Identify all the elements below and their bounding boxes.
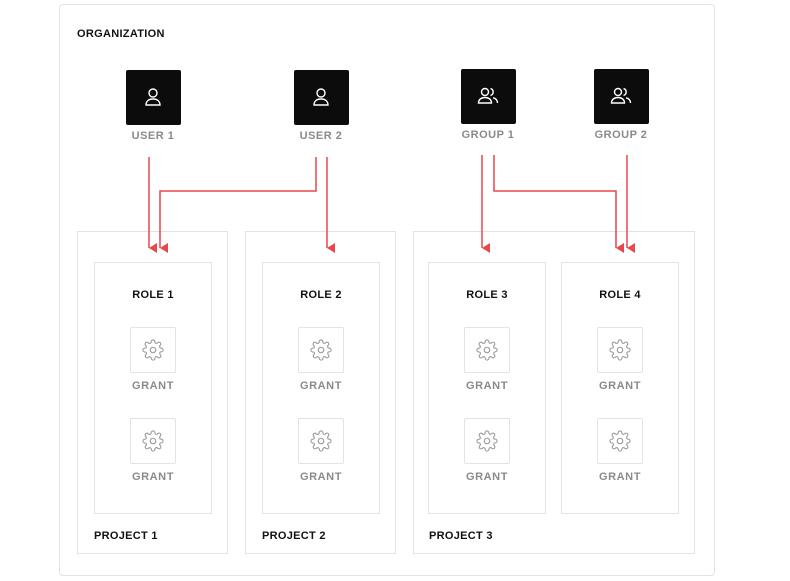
- grant-tile: [130, 418, 176, 464]
- group-icon: [477, 87, 498, 104]
- grant-tile: [464, 418, 510, 464]
- principal-label: USER 1: [131, 130, 175, 142]
- grant-tile: [298, 327, 344, 373]
- grant-label: GRANT: [465, 380, 509, 392]
- grant-tile: [298, 418, 344, 464]
- grant-label: GRANT: [299, 471, 343, 483]
- grant-tile: [130, 327, 176, 373]
- grant: GRANT: [429, 327, 545, 393]
- gear-icon: [310, 339, 332, 361]
- role-4: ROLE 4 GRANT GRANT: [561, 262, 679, 514]
- user-icon: [312, 88, 329, 106]
- role-title: ROLE 1: [132, 289, 174, 301]
- grant-label: GRANT: [598, 471, 642, 483]
- project-label: PROJECT 2: [262, 530, 326, 542]
- gear-icon: [142, 339, 164, 361]
- grant: GRANT: [562, 327, 678, 393]
- gear-icon: [310, 430, 332, 452]
- principal-user-1: USER 1: [117, 70, 189, 142]
- grant-tile: [597, 418, 643, 464]
- role-title: ROLE 3: [466, 289, 508, 301]
- principal-label: GROUP 1: [461, 129, 515, 141]
- principal-group-1: GROUP 1: [452, 69, 524, 141]
- principal-tile: [125, 70, 181, 125]
- role-3: ROLE 3 GRANT GRANT: [428, 262, 546, 514]
- principal-tile: [593, 69, 649, 124]
- edge-group-1-role-4: [493, 155, 624, 253]
- grant-label: GRANT: [131, 471, 175, 483]
- role-title: ROLE 2: [300, 289, 342, 301]
- role-title: ROLE 4: [599, 289, 641, 301]
- grant: GRANT: [429, 418, 545, 484]
- grant-label: GRANT: [131, 380, 175, 392]
- gear-icon: [609, 430, 631, 452]
- grant-label: GRANT: [299, 380, 343, 392]
- grant: GRANT: [263, 418, 379, 484]
- gear-icon: [476, 430, 498, 452]
- grant-tile: [464, 327, 510, 373]
- role-1: ROLE 1 GRANT GRANT: [94, 262, 212, 514]
- grant: GRANT: [263, 327, 379, 393]
- principal-label: USER 2: [299, 130, 343, 142]
- group-icon: [610, 87, 631, 104]
- grant: GRANT: [95, 327, 211, 393]
- user-icon: [144, 88, 161, 106]
- principal-label: GROUP 2: [594, 129, 648, 141]
- grant-label: GRANT: [465, 471, 509, 483]
- gear-icon: [609, 339, 631, 361]
- grant: GRANT: [562, 418, 678, 484]
- grant: GRANT: [95, 418, 211, 484]
- role-2: ROLE 2 GRANT GRANT: [262, 262, 380, 514]
- grant-tile: [597, 327, 643, 373]
- organization-title: ORGANIZATION: [77, 28, 165, 40]
- gear-icon: [142, 430, 164, 452]
- gear-icon: [476, 339, 498, 361]
- grant-label: GRANT: [598, 380, 642, 392]
- project-label: PROJECT 3: [429, 530, 493, 542]
- project-label: PROJECT 1: [94, 530, 158, 542]
- edge-user-2-role-1: [159, 157, 317, 253]
- principal-tile: [293, 70, 349, 125]
- principal-group-2: GROUP 2: [585, 69, 657, 141]
- principal-user-2: USER 2: [285, 70, 357, 142]
- principal-tile: [460, 69, 516, 124]
